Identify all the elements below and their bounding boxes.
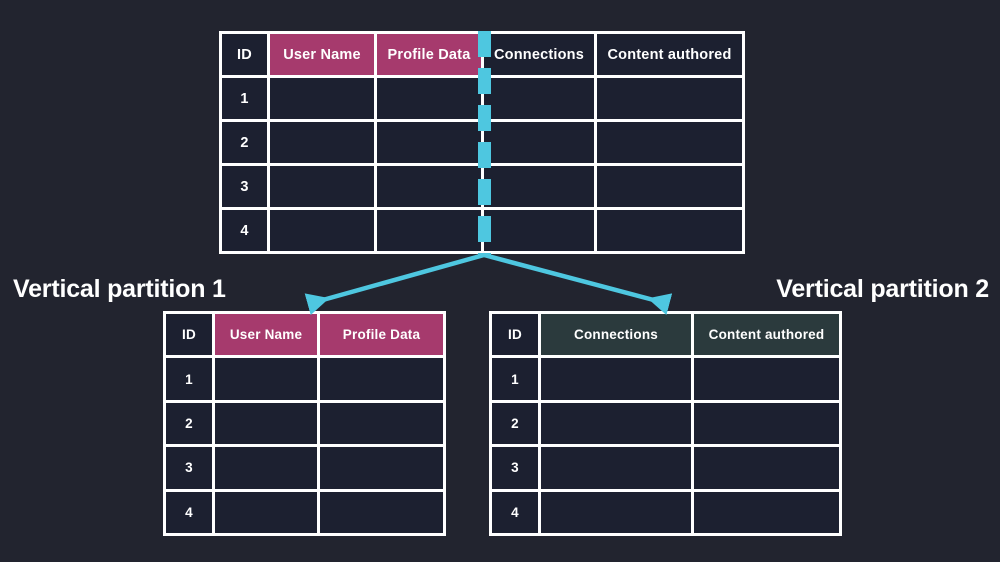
header-cell-content-authored: Content authored: [597, 34, 742, 75]
header-cell-connections: Connections: [541, 314, 691, 356]
cell-id: 3: [222, 166, 267, 207]
table-header-row: ID User Name Profile Data Connections Co…: [222, 34, 742, 75]
cell-id: 3: [166, 447, 212, 489]
table-row: 1: [492, 358, 839, 400]
table-row: 2: [166, 402, 443, 445]
cell-content-authored: [597, 78, 742, 119]
cell-content-authored: [694, 402, 839, 445]
cell-user-name: [215, 402, 317, 445]
cell-id: 4: [492, 491, 538, 534]
cell-profile-data: [320, 402, 443, 445]
cell-user-name: [270, 122, 374, 163]
cell-profile-data: [320, 491, 443, 534]
cell-profile-data: [320, 447, 443, 489]
cell-profile-data: [377, 166, 481, 207]
cell-id: 4: [166, 491, 212, 534]
cell-id: 2: [222, 122, 267, 163]
header-cell-content-authored: Content authored: [694, 314, 839, 356]
table-row: 3: [166, 447, 443, 489]
cell-user-name: [270, 210, 374, 251]
cell-id: 1: [492, 358, 538, 400]
arrow-to-partition-2: [483, 252, 673, 316]
header-cell-id: ID: [222, 34, 267, 75]
table-row: 4: [492, 491, 839, 534]
cell-id: 4: [222, 210, 267, 251]
cell-profile-data: [377, 78, 481, 119]
caption-vertical-partition-1: Vertical partition 1: [13, 275, 226, 303]
table-row: 3: [492, 447, 839, 489]
header-cell-connections: Connections: [484, 34, 594, 75]
header-cell-user-name: User Name: [270, 34, 374, 75]
header-cell-user-name: User Name: [215, 314, 317, 356]
cell-content-authored: [694, 491, 839, 534]
cell-id: 3: [492, 447, 538, 489]
cell-connections: [484, 210, 594, 251]
cell-id: 1: [166, 358, 212, 400]
arrow-to-partition-1: [304, 252, 485, 316]
cell-user-name: [215, 358, 317, 400]
table-row: 1: [222, 78, 742, 119]
table-header-row: ID Connections Content authored: [492, 314, 839, 356]
table-row: 4: [166, 491, 443, 534]
cell-user-name: [215, 447, 317, 489]
vertical-split-line: [478, 31, 491, 255]
cell-id: 2: [492, 402, 538, 445]
cell-profile-data: [377, 122, 481, 163]
cell-connections: [484, 78, 594, 119]
cell-content-authored: [694, 447, 839, 489]
cell-connections: [541, 402, 691, 445]
cell-connections: [541, 447, 691, 489]
cell-profile-data: [320, 358, 443, 400]
cell-connections: [484, 166, 594, 207]
header-cell-id: ID: [166, 314, 212, 356]
table-row: 4: [222, 210, 742, 251]
table-row: 1: [166, 358, 443, 400]
header-cell-id: ID: [492, 314, 538, 356]
cell-connections: [484, 122, 594, 163]
caption-vertical-partition-2: Vertical partition 2: [776, 275, 989, 303]
cell-connections: [541, 358, 691, 400]
header-cell-profile-data: Profile Data: [320, 314, 443, 356]
vertical-partition-1-table: ID User Name Profile Data 1 2 3 4: [163, 311, 446, 536]
table-row: 2: [492, 402, 839, 445]
header-cell-profile-data: Profile Data: [377, 34, 481, 75]
table-row: 2: [222, 122, 742, 163]
cell-content-authored: [694, 358, 839, 400]
cell-id: 1: [222, 78, 267, 119]
cell-user-name: [270, 78, 374, 119]
cell-content-authored: [597, 210, 742, 251]
cell-connections: [541, 491, 691, 534]
cell-profile-data: [377, 210, 481, 251]
cell-id: 2: [166, 402, 212, 445]
cell-content-authored: [597, 166, 742, 207]
cell-user-name: [270, 166, 374, 207]
vertical-partition-2-table: ID Connections Content authored 1 2 3 4: [489, 311, 842, 536]
table-row: 3: [222, 166, 742, 207]
cell-user-name: [215, 491, 317, 534]
table-header-row: ID User Name Profile Data: [166, 314, 443, 356]
cell-content-authored: [597, 122, 742, 163]
